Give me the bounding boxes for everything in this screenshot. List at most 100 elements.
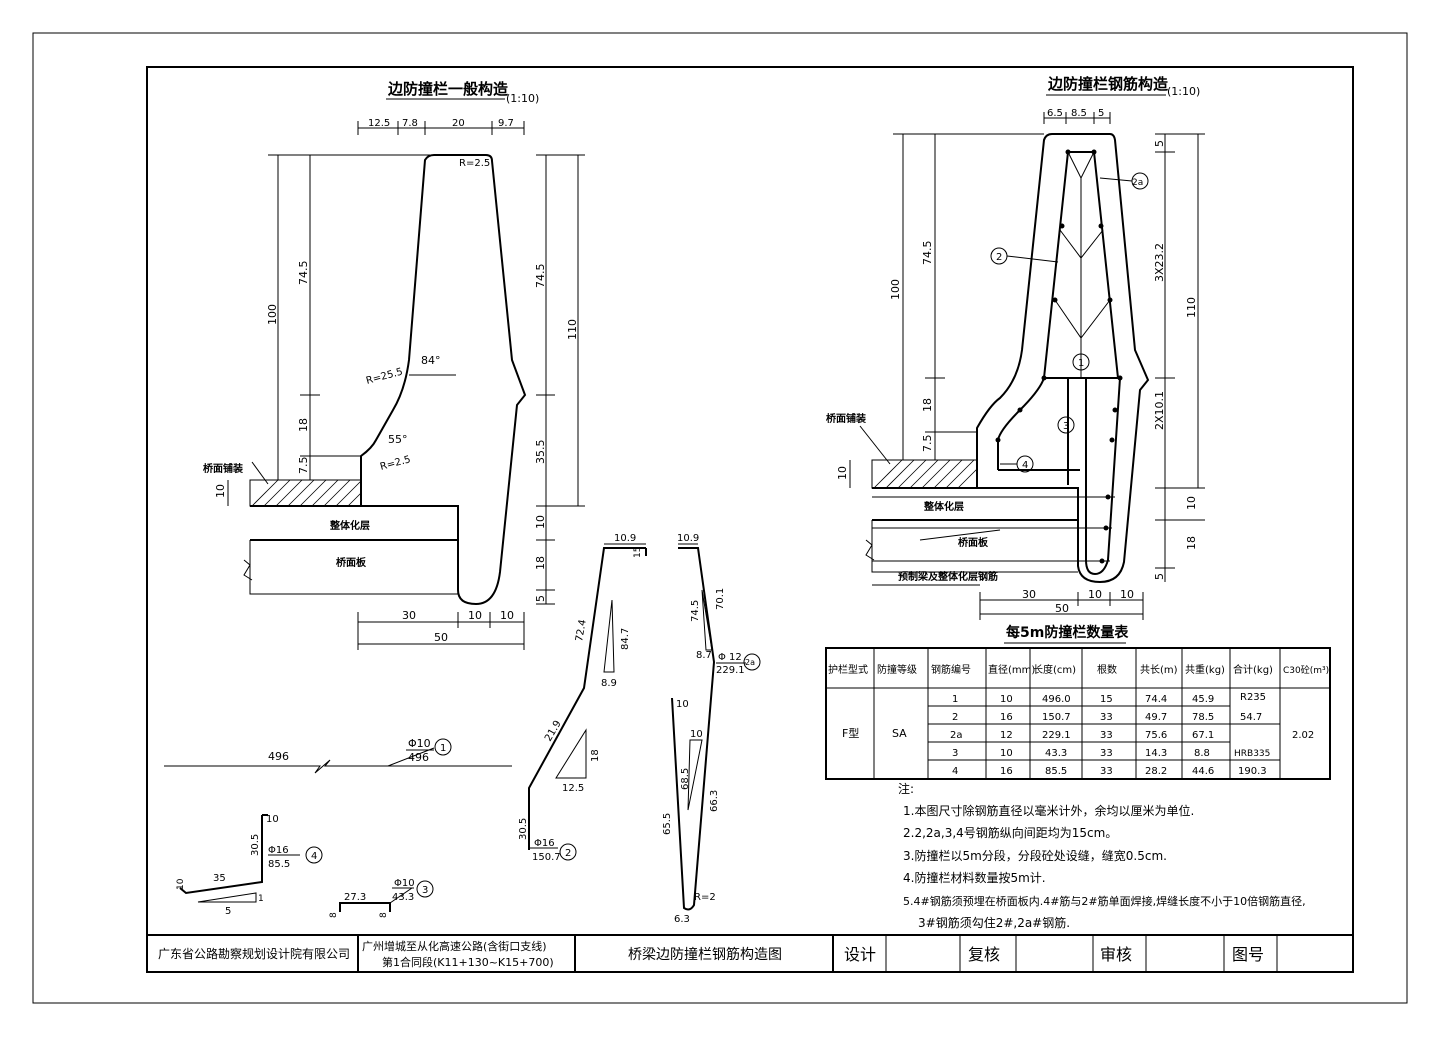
left-r-2-5b: R=2.5	[379, 454, 412, 473]
table-cell: 14.3	[1145, 748, 1167, 759]
table-cell: 43.3	[1045, 748, 1067, 759]
left-general-drawing: 边防撞栏一般构造 (1:10) 12.5 7.8 20 9.7 R=2.5	[203, 80, 585, 650]
left-right-10: 10	[534, 515, 547, 529]
table-cell: 15	[1100, 694, 1113, 705]
b2a-6-3: 6.3	[674, 914, 690, 925]
b2a-70-1: 70.1	[715, 588, 726, 610]
right-barrier-outline	[872, 133, 1150, 584]
b3-dia: Φ10	[394, 878, 415, 889]
left-right-35-5: 35.5	[534, 440, 547, 465]
b4-1: 1	[258, 894, 264, 904]
right-r-10: 10	[1185, 496, 1198, 510]
tb-drawing: 桥梁边防撞栏钢筋构造图	[628, 946, 782, 963]
table-cell: 2	[952, 712, 958, 723]
th-sum: 合计(kg)	[1233, 663, 1273, 676]
tb-number: 图号	[1232, 945, 1264, 964]
left-scale: (1:10)	[506, 92, 539, 105]
left-dim-20: 20	[452, 118, 465, 129]
left-dim-74-5: 74.5	[297, 261, 310, 286]
bar-details: 496 Φ10 496 1 10.9 15 72.4 84.7 8.9 21.9…	[164, 533, 761, 925]
notes-head: 注:	[898, 781, 914, 796]
th-concrete: C30砼(m³)	[1283, 664, 1329, 676]
table-cell: 16	[1000, 766, 1013, 777]
right-r-3x23-2: 3X23.2	[1153, 243, 1166, 282]
left-right-5: 5	[534, 595, 547, 602]
right-pavement-hatch	[871, 459, 978, 489]
marker-3-text: 3	[1063, 421, 1069, 432]
right-dim-100: 100	[889, 279, 902, 300]
table-rows: 1 10 496.0 15 74.4 45.9 2 16 150.7 33 49…	[950, 694, 1214, 777]
left-barrier-profile	[250, 154, 527, 606]
tb-review: 复核	[968, 945, 1000, 964]
b1-dia: Φ10	[408, 737, 431, 750]
table-cell: 33	[1100, 766, 1113, 777]
b2-84-7: 84.7	[620, 628, 631, 650]
b2a-8-7: 8.7	[696, 650, 712, 661]
left-r-top: R=2.5	[459, 158, 490, 169]
b4-10b: 10	[176, 878, 186, 890]
b2a-total: 229.1	[716, 665, 745, 676]
right-dim-18: 18	[921, 398, 934, 412]
b2-no: 2	[565, 848, 571, 859]
b2a-10: 10	[676, 699, 689, 710]
b4-total: 85.5	[268, 859, 290, 870]
td-hrb335: HRB335	[1234, 749, 1270, 759]
left-dim-10: 10	[214, 484, 227, 498]
b1-total: 496	[408, 751, 429, 764]
table-cell: 2a	[950, 730, 963, 741]
table-cell: 78.5	[1192, 712, 1214, 723]
table-cell: 33	[1100, 748, 1113, 759]
note-line: 2.2,2a,3,4号钢筋纵向间距均为15cm。	[903, 825, 1117, 840]
th-grade: 防撞等级	[877, 663, 917, 676]
td-r235: R235	[1240, 692, 1266, 703]
right-label-precast: 预制梁及整体化层钢筋	[898, 570, 998, 583]
b2a-dia: Φ 12	[718, 652, 742, 663]
table-cell: 8.8	[1194, 748, 1210, 759]
b2a-no: 2a	[745, 658, 755, 667]
b3-no: 3	[422, 885, 428, 896]
tb-approve: 审核	[1100, 945, 1132, 964]
b2a-68-5: 68.5	[680, 768, 691, 790]
bar-2	[528, 547, 646, 850]
b2a-74-5: 74.5	[690, 600, 701, 622]
table-cell: 10	[1000, 748, 1013, 759]
left-bottom-30: 30	[402, 609, 416, 622]
table-cell: 33	[1100, 712, 1113, 723]
td-type: F型	[842, 726, 859, 740]
th-type: 护栏型式	[828, 663, 868, 676]
right-r-5b: 5	[1153, 573, 1166, 580]
b2a-r2: R=2	[694, 892, 716, 903]
rebar-2a-loop	[1085, 377, 1121, 576]
right-scale: (1:10)	[1167, 85, 1200, 98]
bar-3	[339, 902, 391, 912]
right-bottom-10b: 10	[1120, 588, 1134, 601]
b4-dia: Φ16	[268, 845, 289, 856]
quantity-table: 每5m防撞栏数量表 护栏型式 防撞等级 钢筋编号 直径(mm) 长度(cm) 根…	[825, 624, 1331, 780]
table-cell: 49.7	[1145, 712, 1167, 723]
table-cell: 75.6	[1145, 730, 1167, 741]
left-bottom-10b: 10	[500, 609, 514, 622]
outer-frame	[32, 32, 1408, 1004]
right-r-2x10-1: 2X10.1	[1153, 391, 1166, 430]
left-dim-7-8: 7.8	[402, 118, 418, 129]
table-cell: 12	[1000, 730, 1013, 741]
left-bottom-10a: 10	[468, 609, 482, 622]
bar-4	[179, 815, 263, 895]
th-no: 钢筋编号	[931, 663, 971, 676]
table-cell: 496.0	[1042, 694, 1071, 705]
tb-design: 设计	[844, 945, 876, 964]
td-sum2: 190.3	[1238, 766, 1267, 777]
bar-1	[164, 759, 512, 774]
right-bottom-30: 30	[1022, 588, 1036, 601]
table-cell: 4	[952, 766, 958, 777]
table-cell: 67.1	[1192, 730, 1214, 741]
note-line: 1.本图尺寸除钢筋直径以毫米计外，余均以厘米为单位.	[903, 803, 1194, 818]
b2a-10b: 10	[690, 729, 703, 740]
note-line: 5.4#钢筋须预埋在桥面板内.4#筋与2#筋单面焊接,焊缝长度不小于10倍钢筋直…	[903, 894, 1306, 908]
left-label-layer: 整体化层	[329, 519, 370, 532]
b2-72-4: 72.4	[574, 619, 589, 643]
b4-30-5: 30.5	[250, 834, 261, 856]
right-label-deck: 桥面板	[958, 536, 989, 549]
left-pavement-hatch	[249, 479, 362, 507]
title-block: 广东省公路勘察规划设计院有限公司 广州增城至从化高速公路(含街口支线) 第1合同…	[147, 934, 1353, 972]
